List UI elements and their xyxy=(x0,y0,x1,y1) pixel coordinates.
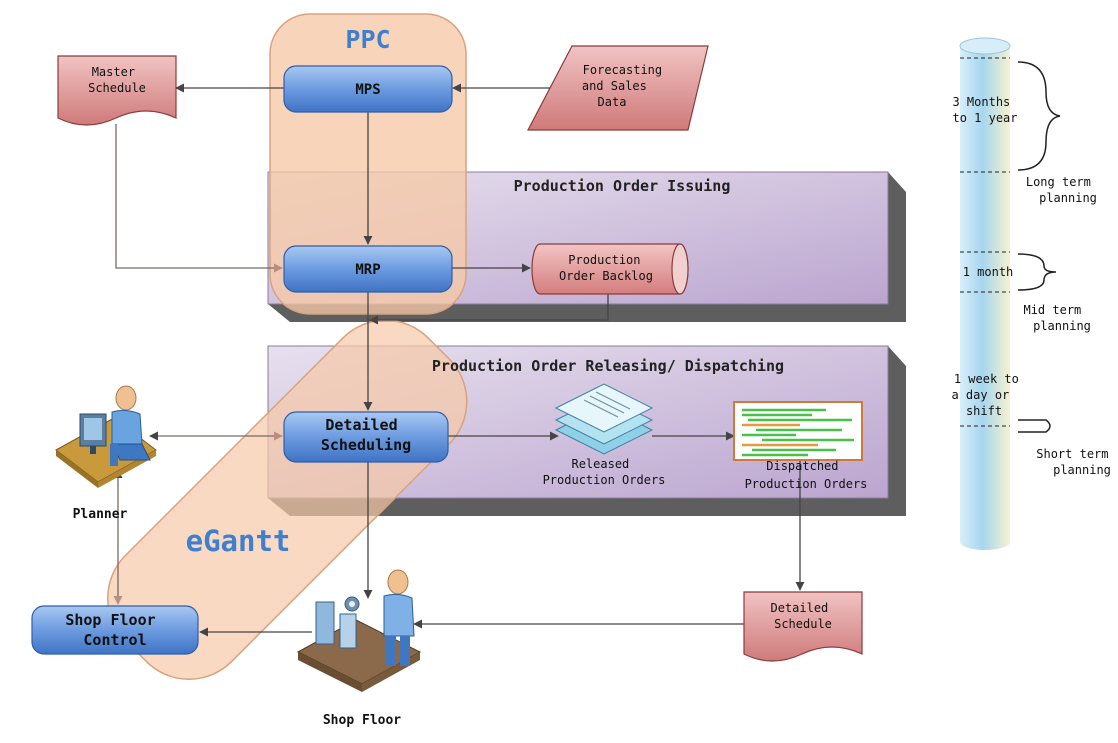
shop-floor-worker-icon xyxy=(296,569,422,692)
mrp-box: MRP xyxy=(283,245,453,293)
svg-text:Master Schedule: Master Schedule xyxy=(88,65,146,95)
svg-text:MRP: MRP xyxy=(355,262,380,278)
released-orders-label: Released Production Orders xyxy=(543,457,666,487)
releasing-title: Production Order Releasing/ Dispatching xyxy=(432,357,784,375)
svg-text:Detailed Scheduling: Detailed Scheduling xyxy=(321,416,411,454)
planning-horizon-cylinder xyxy=(959,37,1061,550)
short-term-label: Short term planning xyxy=(1036,447,1115,477)
released-orders-stack-icon xyxy=(554,383,654,455)
svg-text:Production Order Backlog: Production Order Backlog xyxy=(559,253,653,283)
shop-floor-label: Shop Floor xyxy=(323,713,401,728)
dispatched-gantt-thumbnail xyxy=(733,401,863,461)
arrow-backlog-to-scheduling xyxy=(369,292,609,325)
issuing-title: Production Order Issuing xyxy=(514,177,731,195)
mid-term-range: 1 month xyxy=(963,265,1014,279)
mps-box: MPS xyxy=(283,65,453,113)
svg-text:Shop Floor Control: Shop Floor Control xyxy=(65,611,164,649)
forecasting-data: Forecasting and Sales Data xyxy=(527,45,709,131)
long-term-label: Long term planning xyxy=(1026,175,1098,205)
detailed-schedule-doc: Detailed Schedule xyxy=(743,591,863,662)
planner-person-icon xyxy=(55,385,157,488)
svg-text:MPS: MPS xyxy=(355,82,380,98)
shop-floor-control-box: Shop Floor Control xyxy=(31,605,199,655)
detailed-scheduling-box: Detailed Scheduling xyxy=(283,411,449,463)
production-order-backlog: Production Order Backlog xyxy=(531,243,689,295)
short-term-range: 1 week to a day or shift xyxy=(951,372,1026,418)
dispatched-orders-label: Dispatched Production Orders xyxy=(745,459,868,491)
arrow-master-schedule-to-mrp xyxy=(115,124,283,273)
svg-text:Forecasting and Sales: Forecasting and Sales Data xyxy=(582,63,669,109)
egantt-title: eGantt xyxy=(186,524,291,558)
ppc-title: PPC xyxy=(345,25,390,54)
planner-label: Planner xyxy=(73,507,128,522)
mid-term-label: Mid term planning xyxy=(1023,303,1090,333)
long-term-range: 3 Months to 1 year xyxy=(952,95,1017,125)
master-schedule-doc: Master Schedule xyxy=(57,55,177,126)
svg-text:Detailed Schedule: Detailed Schedule xyxy=(770,601,835,631)
